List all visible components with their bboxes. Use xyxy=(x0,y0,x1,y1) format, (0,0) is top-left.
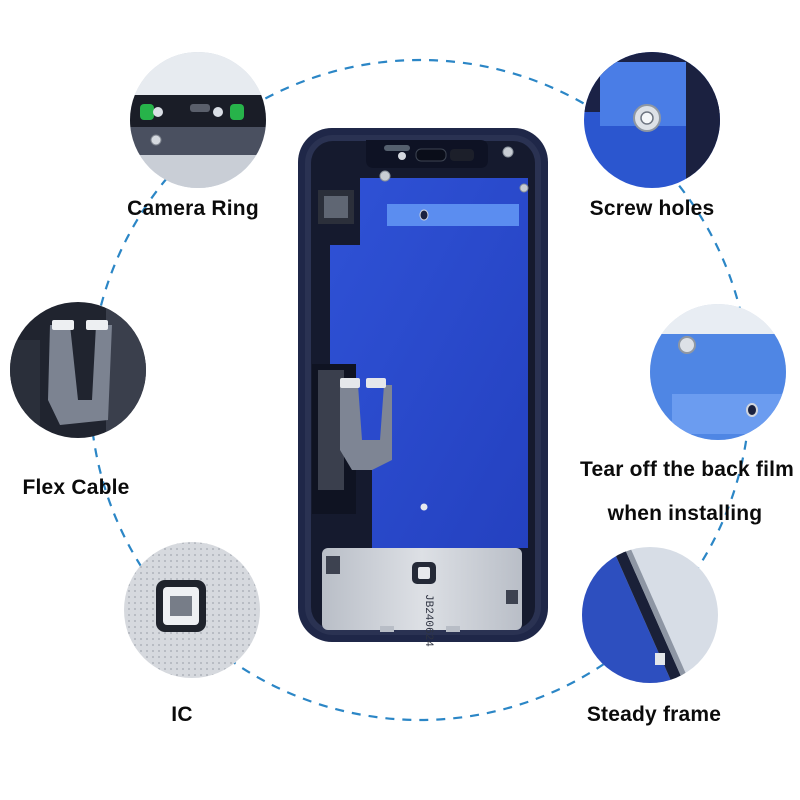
ic-inset xyxy=(124,542,260,678)
flex-cable-on-phone xyxy=(340,385,392,470)
flex-cable-inset xyxy=(10,302,146,438)
phone-serial: JB240624 xyxy=(422,594,434,647)
metal-plate xyxy=(322,548,522,630)
label-ic: IC xyxy=(171,703,193,726)
label-tear-off-film: Tear off the back film when installing xyxy=(580,448,795,536)
phone-screen-assembly: JB240624 xyxy=(298,128,548,647)
film-tab xyxy=(387,204,519,226)
label-camera-ring: Camera Ring xyxy=(127,197,259,220)
label-flex-cable: Flex Cable xyxy=(22,476,130,499)
label-screw-holes: Screw holes xyxy=(589,197,715,220)
label-tear-off-film-line2: when installing xyxy=(607,502,763,525)
label-tear-off-film-line1: Tear off the back film xyxy=(580,458,795,481)
screw-holes-inset xyxy=(584,52,720,188)
camera-ring-inset xyxy=(130,52,266,188)
steady-frame-inset xyxy=(582,547,718,683)
label-steady-frame: Steady frame xyxy=(586,703,722,726)
back-film-inset xyxy=(650,304,786,440)
